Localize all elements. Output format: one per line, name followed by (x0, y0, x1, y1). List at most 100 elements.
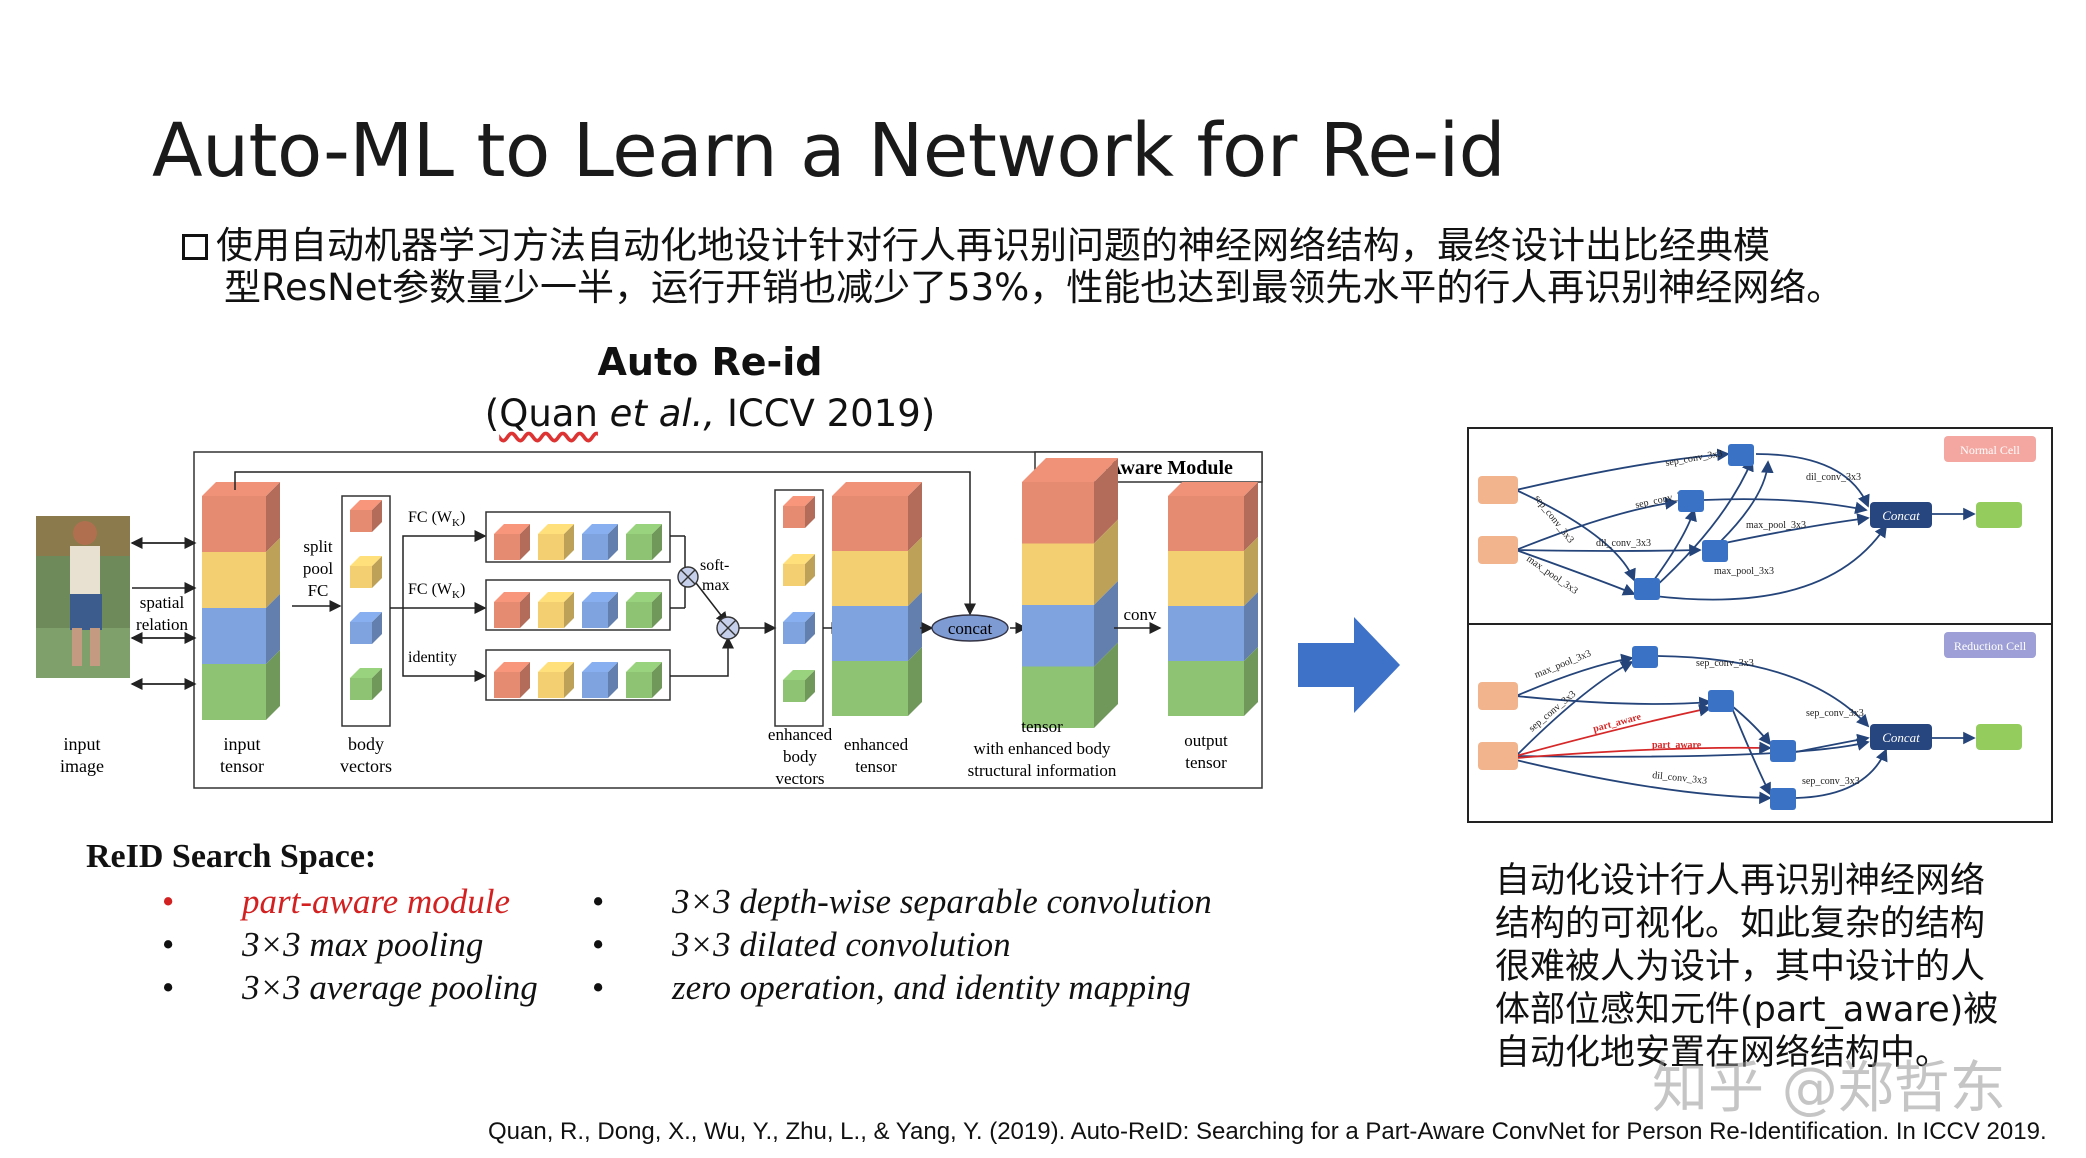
input-image-photo (36, 516, 130, 678)
search-space-item: • 3×3 depth-wise separable convolution (592, 880, 1212, 923)
search-space-title: ReID Search Space: (86, 838, 377, 875)
cite-open: ( (484, 392, 500, 435)
tensor-info-label-2: with enhanced body (974, 739, 1111, 758)
checkbox-bullet-icon (182, 234, 208, 260)
reduction-cell-nodes (1478, 646, 2022, 810)
right-arrow-icon (1298, 617, 1400, 713)
fc-label: FC (308, 581, 329, 600)
enhanced-body-label-3: vectors (775, 769, 824, 788)
search-space-item: • zero operation, and identity mapping (592, 966, 1212, 1009)
svg-text:sep_conv_3x3: sep_conv_3x3 (1806, 708, 1864, 719)
caption-line-3: 很难被人为设计，其中设计的人 (1495, 947, 1986, 987)
diagram-frame (193, 451, 1263, 789)
tensor-info-label-1: tensor (1021, 717, 1063, 736)
branch-lines (390, 530, 487, 682)
input-tensor-stack (202, 482, 280, 720)
normal-cell-label: Normal Cell (1960, 443, 2020, 457)
search-space-item: •3×3 max pooling (162, 923, 538, 966)
branch-cubes (494, 524, 662, 698)
softmax-label-max: max (702, 577, 730, 594)
enhanced-tensor-stack (832, 482, 922, 716)
concat-label: concat (948, 619, 993, 638)
enhanced-body-label-1: enhanced (768, 725, 833, 744)
svg-text:part_aware: part_aware (1652, 740, 1702, 751)
reduction-cell-badge (1944, 632, 2036, 658)
softmax-node-icon (677, 566, 699, 588)
search-op-sep-conv: 3×3 depth-wise separable convolution (672, 882, 1212, 921)
input-tensor-label: input (223, 734, 260, 754)
caption-line-4: 体部位感知元件(part_aware)被 (1495, 990, 1999, 1030)
enhanced-tensor-label-2: tensor (855, 757, 897, 776)
cell-visualization-caption: 自动化设计行人再识别神经网络 结构的可视化。如此复杂的结构 很难被人为设计，其中… (1495, 860, 2015, 1075)
svg-text:sep_conv_3x3: sep_conv_3x3 (1802, 776, 1860, 787)
body-vectors (350, 500, 382, 700)
svg-text:dil_conv_3x3: dil_conv_3x3 (1806, 472, 1861, 483)
body-vectors-label: body (348, 734, 384, 754)
part-aware-edges (1515, 704, 1772, 759)
cite-etal: et al., (597, 392, 716, 435)
enhanced-structural-tensor-stack (1022, 458, 1118, 728)
zhihu-watermark: 知乎 @郑哲东 (1652, 1056, 2006, 1121)
svg-text:max_pool_3x3: max_pool_3x3 (1746, 520, 1806, 531)
search-space-item: • 3×3 average pooling (162, 966, 538, 1009)
normal-cell-edges (1515, 448, 1976, 601)
reduction-cell-label: Reduction Cell (1954, 639, 2027, 653)
enhanced-body-vectors-box (774, 489, 824, 727)
bullet-dot: • (592, 882, 605, 921)
auto-reid-citation: (Quan et al., ICCV 2019) (430, 392, 990, 435)
auto-reid-heading: Auto Re-id (597, 340, 823, 384)
spatial-label: spatial (140, 593, 185, 612)
search-space-list-left: •part-aware module •3×3 max pooling •3×3… (162, 880, 538, 1009)
normal-concat-label: Concat (1882, 508, 1920, 523)
cite-author: Quan (499, 392, 598, 435)
searched-cells-diagram: Normal Cell sep_conv_3x3 dil_conv_3x3 se… (1467, 427, 2053, 823)
softmax-label-soft: soft- (700, 557, 729, 574)
slide-title: Auto-ML to Learn a Network for Re-id (152, 108, 1506, 194)
multiply-node-icon (716, 616, 740, 640)
tensor-info-label-3: structural information (968, 761, 1117, 780)
svg-text:sep_conv_3x3: sep_conv_3x3 (1696, 658, 1754, 669)
spatial-relation-arrows (130, 537, 197, 690)
search-op-dil-conv: 3×3 dilated convolution (672, 925, 1011, 964)
input-tensor-label-2: tensor (220, 756, 264, 776)
bullet-line-2: 型ResNet参数量少一半，运行开销也减少了53%，性能也达到最领先水平的行人再… (224, 266, 1844, 309)
output-tensor-label-2: tensor (1185, 753, 1227, 772)
relation-label: relation (136, 615, 188, 634)
part-aware-architecture-diagram: Part-Aware Module input image spatial re… (36, 451, 1263, 789)
fc-branch-box-1 (485, 511, 671, 563)
bullet-dot: • (162, 968, 175, 1007)
search-op-part-aware: part-aware module (242, 882, 510, 921)
bullet-dot: • (592, 968, 605, 1007)
input-image-label-2: image (60, 756, 104, 776)
body-vectors-label-2: vectors (340, 756, 392, 776)
search-op-avg-pool: 3×3 average pooling (242, 968, 538, 1007)
search-op-max-pool: 3×3 max pooling (242, 925, 484, 964)
fc-wk-label-2: FC (WK) (408, 581, 465, 601)
caption-line-5: 自动化地安置在网络结构中。 (1495, 1033, 1951, 1073)
search-op-zero-identity: zero operation, and identity mapping (672, 968, 1191, 1007)
reduction-cell-edges (1515, 653, 1976, 805)
fc-wk-label-1: FC (WK) (408, 509, 465, 529)
bullet-dot: • (162, 882, 175, 921)
concat-node (931, 614, 1009, 642)
pool-label: pool (303, 559, 334, 578)
identity-branch-box (485, 649, 671, 701)
search-space-item: •3×3 dilated convolution (592, 923, 1212, 966)
enhanced-body-label-2: body (783, 747, 818, 766)
svg-text:max_pool_3x3: max_pool_3x3 (1714, 566, 1774, 577)
svg-text:dil_conv_3x3: dil_conv_3x3 (1596, 538, 1651, 549)
input-image-label: input (63, 734, 100, 754)
normal-cell-nodes (1478, 444, 2022, 600)
output-tensor-stack (1168, 482, 1258, 716)
body-vectors-box (341, 495, 391, 727)
search-space-item: • part-aware module (162, 880, 538, 923)
split-label: split (303, 537, 333, 556)
output-tensor-label-1: output (1184, 731, 1228, 750)
reference-footer: Quan, R., Dong, X., Wu, Y., Zhu, L., & Y… (488, 1118, 2047, 1145)
cite-rest: ICCV 2019) (715, 392, 936, 435)
identity-label: identity (408, 649, 457, 666)
summary-bullet: 使用自动机器学习方法自动化地设计针对行人再识别问题的神经网络结构，最终设计出比经… (182, 225, 1942, 309)
search-space-list-right: •3×3 depth-wise separable convolution •3… (592, 880, 1212, 1009)
conv-label: conv (1123, 605, 1157, 624)
reduction-concat-label: Concat (1882, 730, 1920, 745)
